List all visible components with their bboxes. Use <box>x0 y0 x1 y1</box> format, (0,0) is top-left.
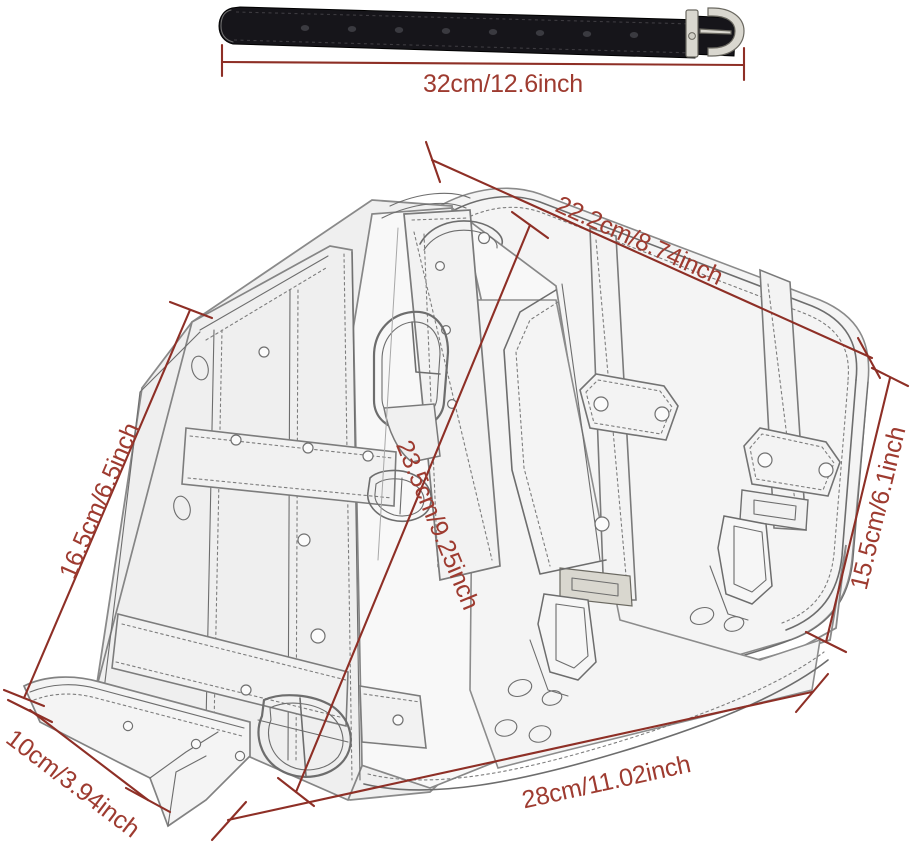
mounting-strap <box>218 6 745 59</box>
dimension-bag-depth <box>6 698 172 814</box>
strap-holes <box>300 25 639 38</box>
saddlebag-illustration <box>22 187 870 828</box>
dimension-bag-left-height <box>2 300 214 708</box>
strap-buckle <box>685 7 745 58</box>
dimension-strap-length <box>220 43 746 82</box>
dimension-label-bag-bottom-length: 28cm/11.02inch <box>519 750 693 814</box>
dimension-bag-bottom-length <box>210 672 830 842</box>
dimension-label-strap-length: 32cm/12.6inch <box>423 70 583 98</box>
lower-left-buckle <box>367 469 432 522</box>
bottom-buckle <box>257 694 352 778</box>
right-strap-b <box>689 268 841 632</box>
dimension-bag-right-height <box>804 366 910 654</box>
right-strap-a <box>507 226 679 706</box>
dimension-bag-diagonal <box>276 210 550 808</box>
center-buckle <box>372 310 450 463</box>
